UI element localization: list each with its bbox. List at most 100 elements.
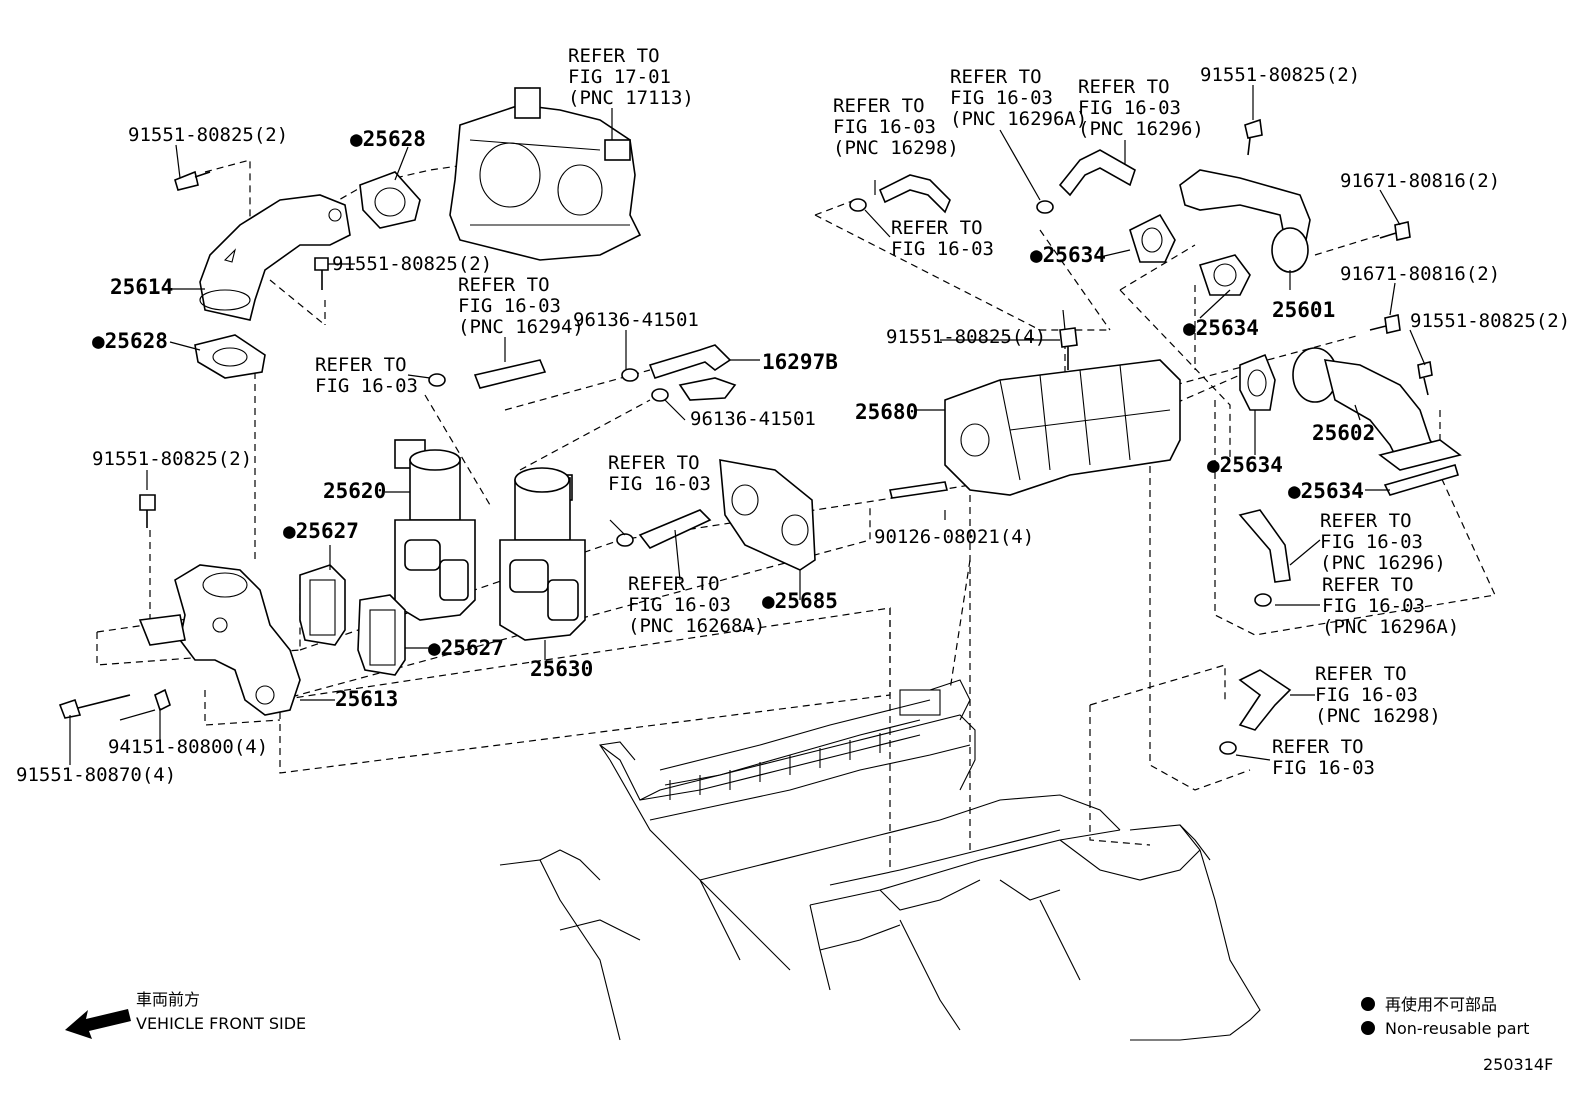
svg-text:FIG 16-03: FIG 16-03 bbox=[1315, 684, 1418, 706]
svg-text:REFER TO: REFER TO bbox=[608, 452, 700, 474]
gasket-25628-top bbox=[359, 171, 421, 229]
ref-16298-right: REFER TO FIG 16-03 (PNC 16298) bbox=[1315, 663, 1441, 727]
svg-text:(PNC 16294): (PNC 16294) bbox=[458, 316, 584, 338]
svg-text:(PNC 16268A): (PNC 16268A) bbox=[628, 615, 765, 637]
pnc-25613: 25613 bbox=[335, 687, 398, 711]
egr-valve-25620 bbox=[394, 439, 476, 621]
bolt-91671-80816-b: 91671-80816(2) bbox=[1340, 263, 1500, 285]
svg-text:(PNC 16298): (PNC 16298) bbox=[833, 137, 959, 159]
egr-valve-25630 bbox=[499, 467, 586, 641]
gasket-25628-bottom bbox=[194, 334, 266, 379]
ref-16268a: REFER TO FIG 16-03 (PNC 16268A) bbox=[628, 573, 765, 637]
non-reusable-bullet-icon bbox=[1361, 1021, 1375, 1035]
plate-25685 bbox=[719, 459, 816, 571]
gasket-25634-d bbox=[1383, 464, 1459, 496]
pnc-25634-c: ●25634 bbox=[1207, 453, 1283, 477]
svg-text:REFER TO: REFER TO bbox=[1272, 736, 1364, 758]
svg-text:FIG 16-03: FIG 16-03 bbox=[315, 375, 418, 397]
ref-16296-right: REFER TO FIG 16-03 (PNC 16296) bbox=[1320, 510, 1446, 574]
svg-text:REFER TO: REFER TO bbox=[833, 95, 925, 117]
svg-text:VEHICLE FRONT SIDE: VEHICLE FRONT SIDE bbox=[136, 1014, 306, 1033]
leader-lines bbox=[69, 85, 1426, 765]
svg-text:REFER TO: REFER TO bbox=[891, 217, 983, 239]
pnc-labels: ●25628 25614 ●25628 25620 ●25627 ●25627 … bbox=[92, 127, 1375, 711]
gasket-25634-a bbox=[1129, 213, 1176, 263]
svg-text:FIG 16-03: FIG 16-03 bbox=[1322, 595, 1425, 617]
svg-text:REFER TO: REFER TO bbox=[315, 354, 407, 376]
legend: 再使用不可部品 Non-reusable part bbox=[1361, 995, 1529, 1038]
svg-text:REFER TO: REFER TO bbox=[1320, 510, 1412, 532]
pipe-25602 bbox=[1292, 347, 1462, 471]
svg-text:FIG 16-03: FIG 16-03 bbox=[458, 295, 561, 317]
bolt-91551-80825-d: 91551-80825(2) bbox=[1200, 64, 1360, 86]
non-reusable-bullet-icon bbox=[1361, 997, 1375, 1011]
svg-text:再使用不可部品: 再使用不可部品 bbox=[1385, 995, 1497, 1014]
ref-16-03-clamp-left: REFER TO FIG 16-03 bbox=[315, 354, 418, 397]
bolt-91551-80870: 91551-80870(4) bbox=[16, 764, 176, 786]
pnc-25628-top: ●25628 bbox=[350, 127, 426, 151]
bolt-91551-80825-c: 91551-80825(2) bbox=[92, 448, 252, 470]
pnc-25634-d: ●25634 bbox=[1288, 479, 1364, 503]
ref-16-03-clamp-mid: REFER TO FIG 16-03 bbox=[608, 452, 711, 495]
ref-16294: REFER TO FIG 16-03 (PNC 16294) bbox=[458, 274, 584, 338]
bolt-labels: 91551-80825(2) 91551-80825(2) 91551-8082… bbox=[16, 64, 1570, 786]
svg-text:REFER TO: REFER TO bbox=[1322, 574, 1414, 596]
diagram-id: 250314F bbox=[1483, 1055, 1553, 1074]
svg-text:(PNC 16296A): (PNC 16296A) bbox=[950, 108, 1087, 130]
svg-text:FIG 16-03: FIG 16-03 bbox=[628, 594, 731, 616]
ref-16296a-right: REFER TO FIG 16-03 (PNC 16296A) bbox=[1322, 574, 1459, 638]
svg-text:(PNC 16298): (PNC 16298) bbox=[1315, 705, 1441, 727]
ref-16-03-clamp-bottom: REFER TO FIG 16-03 bbox=[1272, 736, 1375, 779]
gasket-25627-a bbox=[299, 564, 346, 646]
svg-text:FIG 16-03: FIG 16-03 bbox=[608, 473, 711, 495]
clamp-96136-41501-a: 96136-41501 bbox=[573, 309, 699, 331]
svg-text:(PNC 16296): (PNC 16296) bbox=[1078, 118, 1204, 140]
svg-text:FIG 16-03: FIG 16-03 bbox=[1320, 531, 1423, 553]
pipe-25614 bbox=[199, 194, 351, 321]
pnc-25601: 25601 bbox=[1272, 298, 1335, 322]
throttle-body bbox=[449, 87, 642, 261]
pnc-25680: 25680 bbox=[855, 400, 918, 424]
bolt-91551-80825-e: 91551-80825(4) bbox=[886, 326, 1046, 348]
bolt-91671-80816-a: 91671-80816(2) bbox=[1340, 170, 1500, 192]
egr-cooler-25680 bbox=[944, 359, 1181, 496]
svg-text:FIG 16-03: FIG 16-03 bbox=[1272, 757, 1375, 779]
ref-fig-17-01: REFER TO FIG 17-01 (PNC 17113) bbox=[568, 45, 694, 109]
pipe-25613 bbox=[138, 564, 301, 716]
svg-text:REFER TO: REFER TO bbox=[458, 274, 550, 296]
gasket-25634-b bbox=[1198, 254, 1251, 296]
svg-text:(PNC 16296): (PNC 16296) bbox=[1320, 552, 1446, 574]
svg-text:車両前方: 車両前方 bbox=[136, 990, 200, 1009]
svg-text:REFER TO: REFER TO bbox=[568, 45, 660, 67]
pnc-25602: 25602 bbox=[1312, 421, 1375, 445]
svg-text:FIG 16-03: FIG 16-03 bbox=[950, 87, 1053, 109]
nut-94151-80800: 94151-80800(4) bbox=[108, 736, 268, 758]
pnc-25634-a: ●25634 bbox=[1030, 243, 1106, 267]
svg-text:FIG 16-03: FIG 16-03 bbox=[1078, 97, 1181, 119]
pnc-25634-b: ●25634 bbox=[1183, 316, 1259, 340]
svg-text:(PNC 17113): (PNC 17113) bbox=[568, 87, 694, 109]
pipe-25601 bbox=[1179, 169, 1311, 273]
svg-text:REFER TO: REFER TO bbox=[1078, 76, 1170, 98]
pnc-25628-bottom: ●25628 bbox=[92, 329, 168, 353]
vehicle-front-indicator: 車両前方 VEHICLE FRONT SIDE bbox=[65, 990, 306, 1039]
svg-text:(PNC 16296A): (PNC 16296A) bbox=[1322, 616, 1459, 638]
pnc-25620: 25620 bbox=[323, 479, 386, 503]
ref-16296a-top: REFER TO FIG 16-03 (PNC 16296A) bbox=[950, 66, 1087, 130]
svg-text:REFER TO: REFER TO bbox=[950, 66, 1042, 88]
engine-block-outline bbox=[499, 679, 1261, 1041]
bolts bbox=[58, 118, 1433, 755]
svg-text:Non-reusable part: Non-reusable part bbox=[1385, 1019, 1529, 1038]
bolt-91551-80825-f: 91551-80825(2) bbox=[1410, 310, 1570, 332]
hoses bbox=[473, 149, 1292, 731]
gasket-25627-b bbox=[357, 594, 406, 676]
ref-16-03-clamp-top: REFER TO FIG 16-03 bbox=[891, 217, 994, 260]
ref-16296-top: REFER TO FIG 16-03 (PNC 16296) bbox=[1078, 76, 1204, 140]
pnc-25614: 25614 bbox=[110, 275, 173, 299]
pnc-25630: 25630 bbox=[530, 657, 593, 681]
pnc-16297b: 16297B bbox=[762, 350, 838, 374]
pnc-25685: ●25685 bbox=[762, 589, 838, 613]
svg-text:FIG 17-01: FIG 17-01 bbox=[568, 66, 671, 88]
svg-text:REFER TO: REFER TO bbox=[628, 573, 720, 595]
